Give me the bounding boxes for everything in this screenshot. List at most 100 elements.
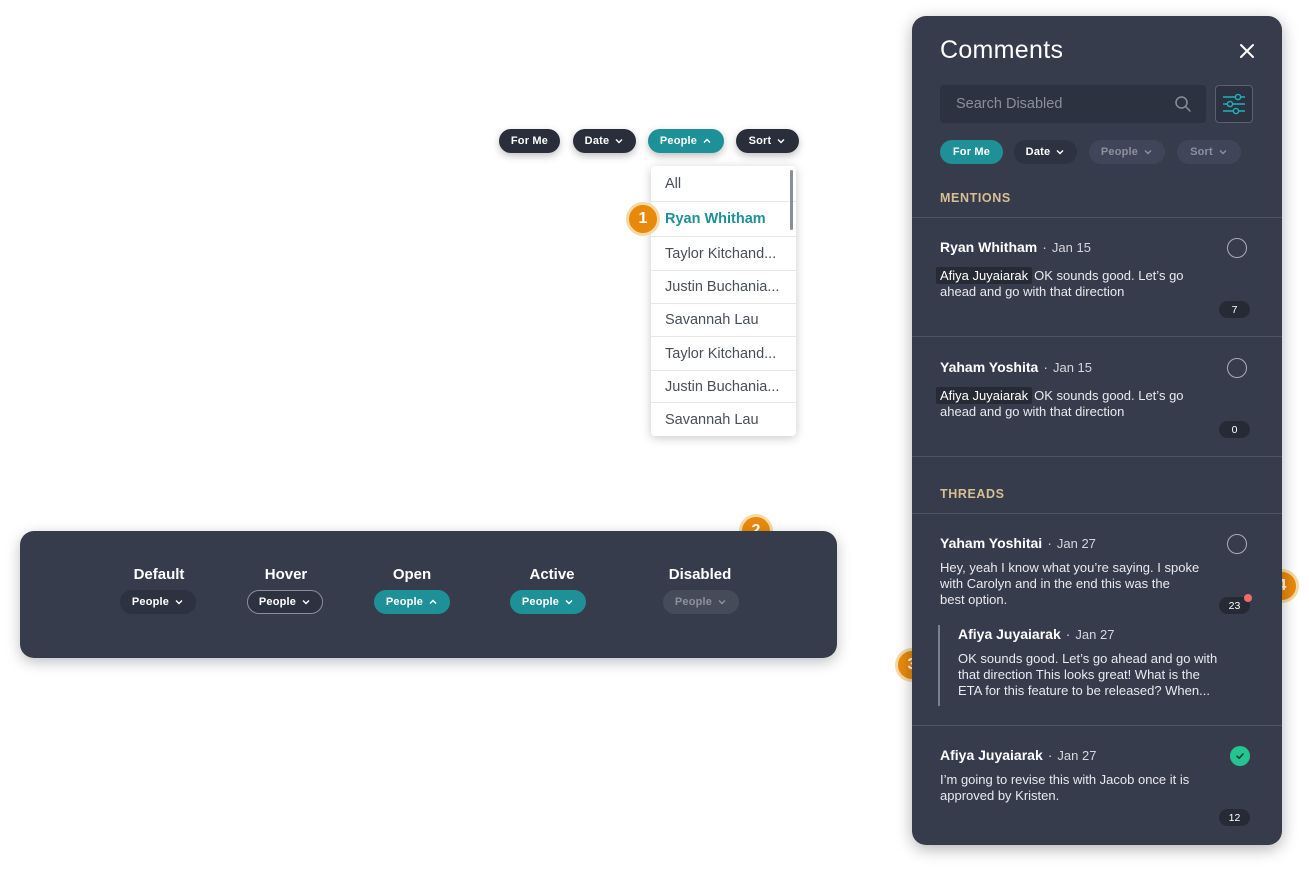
sliders-icon [1223,93,1245,115]
comment-text-line: OK sounds good. Let’s go [1034,268,1184,283]
reply-count: 7 [1219,301,1250,318]
comment-author-line: Ryan Whitham·Jan 15 [940,239,1091,255]
state-label-default: Default [133,566,185,583]
reply-count: 12 [1219,809,1250,826]
comment-text-line: ahead and go with that direction [940,284,1125,299]
filter-people-chip-open[interactable]: People [648,129,724,153]
comments-filter-sort: Sort [1177,140,1241,164]
unread-dot [1244,594,1252,602]
people-chip-default[interactable]: People [120,590,196,614]
dropdown-item[interactable]: Taylor Kitchand... [651,337,796,371]
people-chip-label: People [674,596,713,608]
comment-text-line: best option. [940,592,1008,607]
divider [912,456,1282,457]
chevron-down-icon [1219,150,1227,155]
comment-author[interactable]: Yaham Yoshita [940,359,1039,375]
dropdown-item[interactable]: Justin Buchania... [651,271,796,304]
filter-people-label: People [659,135,698,147]
divider [912,217,1282,218]
state-label-open: Open [392,566,432,583]
state-label-disabled: Disabled [668,566,732,583]
filter-sort-chip[interactable]: Sort [736,129,799,153]
divider [912,725,1282,726]
search-icon [1175,96,1191,112]
comment-author-line: Afiya Juyaiarak·Jan 27 [940,747,1097,763]
mention-tag[interactable]: Afiya Juyaiarak [936,387,1033,404]
search-input[interactable]: Search Disabled [940,85,1206,123]
people-chip-disabled: People [663,590,739,614]
dropdown-item[interactable]: Taylor Kitchand... [651,237,796,271]
reply-count: 23 [1219,597,1250,614]
comment-author[interactable]: Yaham Yoshitai [940,535,1043,551]
reply-author-line: Afiya Juyaiarak·Jan 27 [958,626,1115,642]
comment-author[interactable]: Ryan Whitham [940,239,1038,255]
comment-date: Jan 15 [1052,360,1093,375]
filter-date-label: Date [584,135,610,147]
people-chip-label: People [385,596,424,608]
chevron-down-icon [1144,150,1152,155]
people-chip-open[interactable]: People [374,590,450,614]
resolved-check-icon[interactable] [1230,746,1250,766]
chevron-up-icon [703,138,711,143]
comment-text-line: I’m going to revise this with Jacob once… [940,772,1190,787]
comment-body: Hey, yeah I know what you’re saying. I s… [940,560,1220,608]
filter-date-chip[interactable]: Date [573,129,636,153]
state-label-active: Active [529,566,575,583]
dropdown-item[interactable]: Savannah Lau [665,411,759,428]
mention-tag[interactable]: Afiya Juyaiarak [936,267,1033,284]
comments-filter-date-label: Date [1025,146,1051,158]
mentions-section-title: MENTIONS [940,191,1011,205]
comment-author[interactable]: Afiya Juyaiarak [940,747,1043,763]
comment-date: Jan 15 [1051,240,1091,255]
comment-author-line: Yaham Yoshita·Jan 15 [940,359,1093,375]
reply-body: OK sounds good. Let’s go ahead and go wi… [958,651,1243,699]
close-icon[interactable] [1238,42,1256,60]
comment-body: I’m going to revise this with Jacob once… [940,772,1225,804]
chevron-down-icon [175,600,183,605]
comments-filter-date[interactable]: Date [1014,140,1077,164]
people-chip-label: People [521,596,560,608]
comment-text-line: Hey, yeah I know what you’re saying. I s… [940,560,1200,575]
resolve-circle-icon[interactable] [1227,534,1247,554]
comments-filter-sort-label: Sort [1190,146,1213,158]
state-label-hover: Hover [264,566,308,583]
dropdown-item[interactable]: Justin Buchania... [651,371,796,403]
annotation-badge-1: 1 [626,202,660,236]
dropdown-item-selected[interactable]: Ryan Whitham [651,202,796,237]
dropdown-item-all[interactable]: All [651,166,796,202]
filter-settings-button[interactable] [1215,85,1253,123]
chevron-down-icon [1056,150,1064,155]
comments-filter-for-me[interactable]: For Me [940,140,1003,164]
filter-sort-label: Sort [748,135,772,147]
divider [912,336,1282,337]
comments-title: Comments [940,36,1064,64]
comment-date: Jan 27 [1057,748,1097,763]
comment-author-line: Yaham Yoshitai·Jan 27 [940,535,1096,551]
chevron-down-icon [718,600,726,605]
threads-section-title: THREADS [940,487,1005,501]
filter-for-me-label: For Me [510,135,549,147]
checkmark-icon [1236,753,1244,760]
people-chip-active[interactable]: People [510,590,586,614]
chevron-down-icon [615,139,623,144]
reply-text-line: OK sounds good. Let’s go ahead and go wi… [958,651,1218,666]
reply-date: Jan 27 [1075,627,1115,642]
divider [912,513,1282,514]
reply-author[interactable]: Afiya Juyaiarak [958,626,1061,642]
comments-filter-for-me-label: For Me [952,146,991,158]
search-placeholder: Search Disabled [956,96,1063,112]
chevron-down-icon [302,600,310,605]
reply-count: 0 [1219,421,1250,438]
filter-for-me-chip[interactable]: For Me [499,129,560,153]
comment-text-line: ahead and go with that direction [940,404,1125,419]
resolve-circle-icon[interactable] [1227,358,1247,378]
dropdown-item[interactable]: Savannah Lau [651,304,796,337]
comment-text-line: approved by Kristen. [940,788,1060,803]
dropdown-scrollbar[interactable] [790,170,793,230]
people-chip-label: People [131,596,170,608]
people-chip-hover[interactable]: People [247,590,323,614]
resolve-circle-icon[interactable] [1227,238,1247,258]
reply-text-line: that direction This looks great! What is… [958,667,1200,682]
